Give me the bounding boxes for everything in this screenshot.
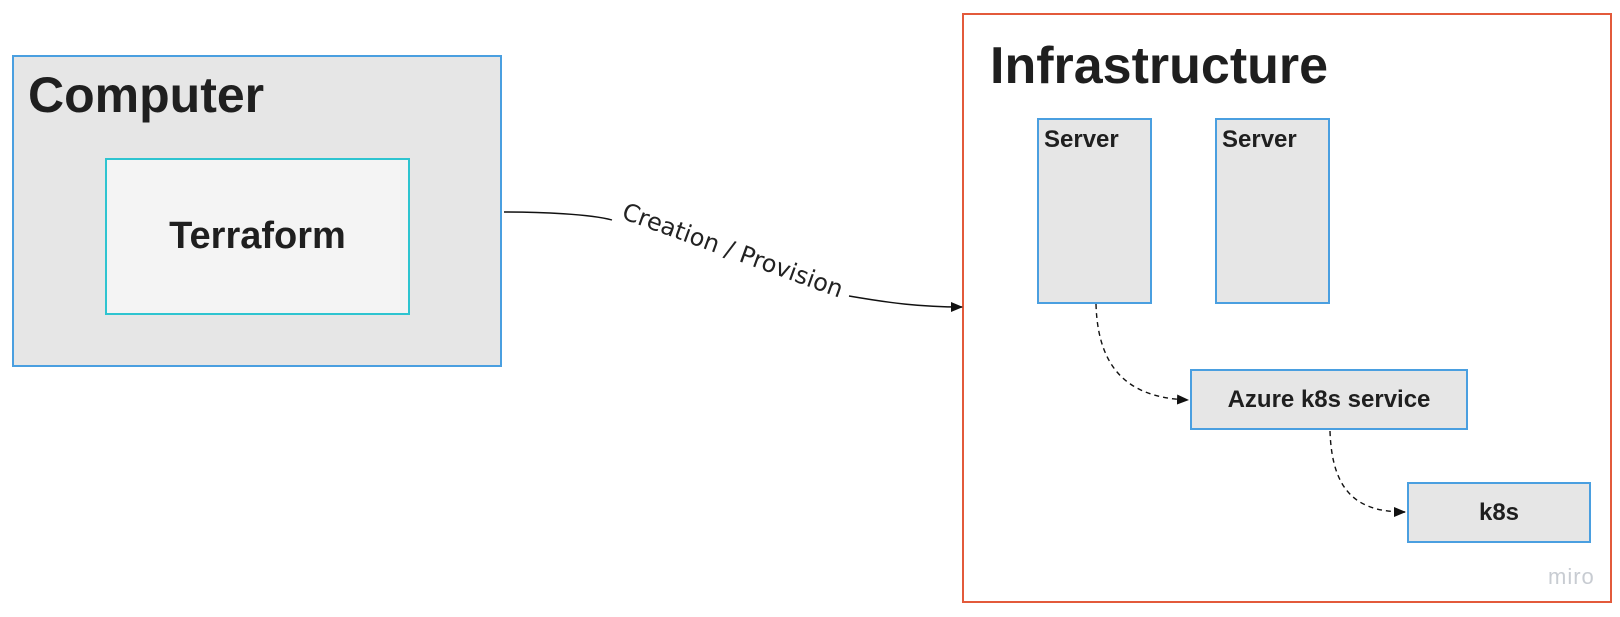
terraform-node[interactable]: Terraform xyxy=(105,158,410,315)
provision-connector-label: Creation / Provision xyxy=(619,197,847,303)
miro-watermark: miro xyxy=(1548,564,1595,589)
server-label-2: Server xyxy=(1222,126,1297,153)
computer-frame-title: Computer xyxy=(28,67,265,123)
provision-connector-end[interactable] xyxy=(848,295,963,312)
azure-k8s-service-label: Azure k8s service xyxy=(1227,385,1431,413)
terraform-label: Terraform xyxy=(169,215,346,257)
server-node-2[interactable]: Server xyxy=(1215,118,1330,304)
azure-to-k8s-connector[interactable] xyxy=(1329,430,1406,517)
server-label-1: Server xyxy=(1044,126,1119,153)
infrastructure-frame-title: Infrastructure xyxy=(990,37,1329,95)
server-to-azure-connector[interactable] xyxy=(1095,303,1189,405)
azure-k8s-service-node[interactable]: Azure k8s service xyxy=(1190,369,1468,430)
k8s-node[interactable]: k8s xyxy=(1407,482,1591,543)
server-node-1[interactable]: Server xyxy=(1037,118,1152,304)
k8s-label: k8s xyxy=(1478,498,1520,526)
provision-connector-start[interactable] xyxy=(503,211,613,221)
